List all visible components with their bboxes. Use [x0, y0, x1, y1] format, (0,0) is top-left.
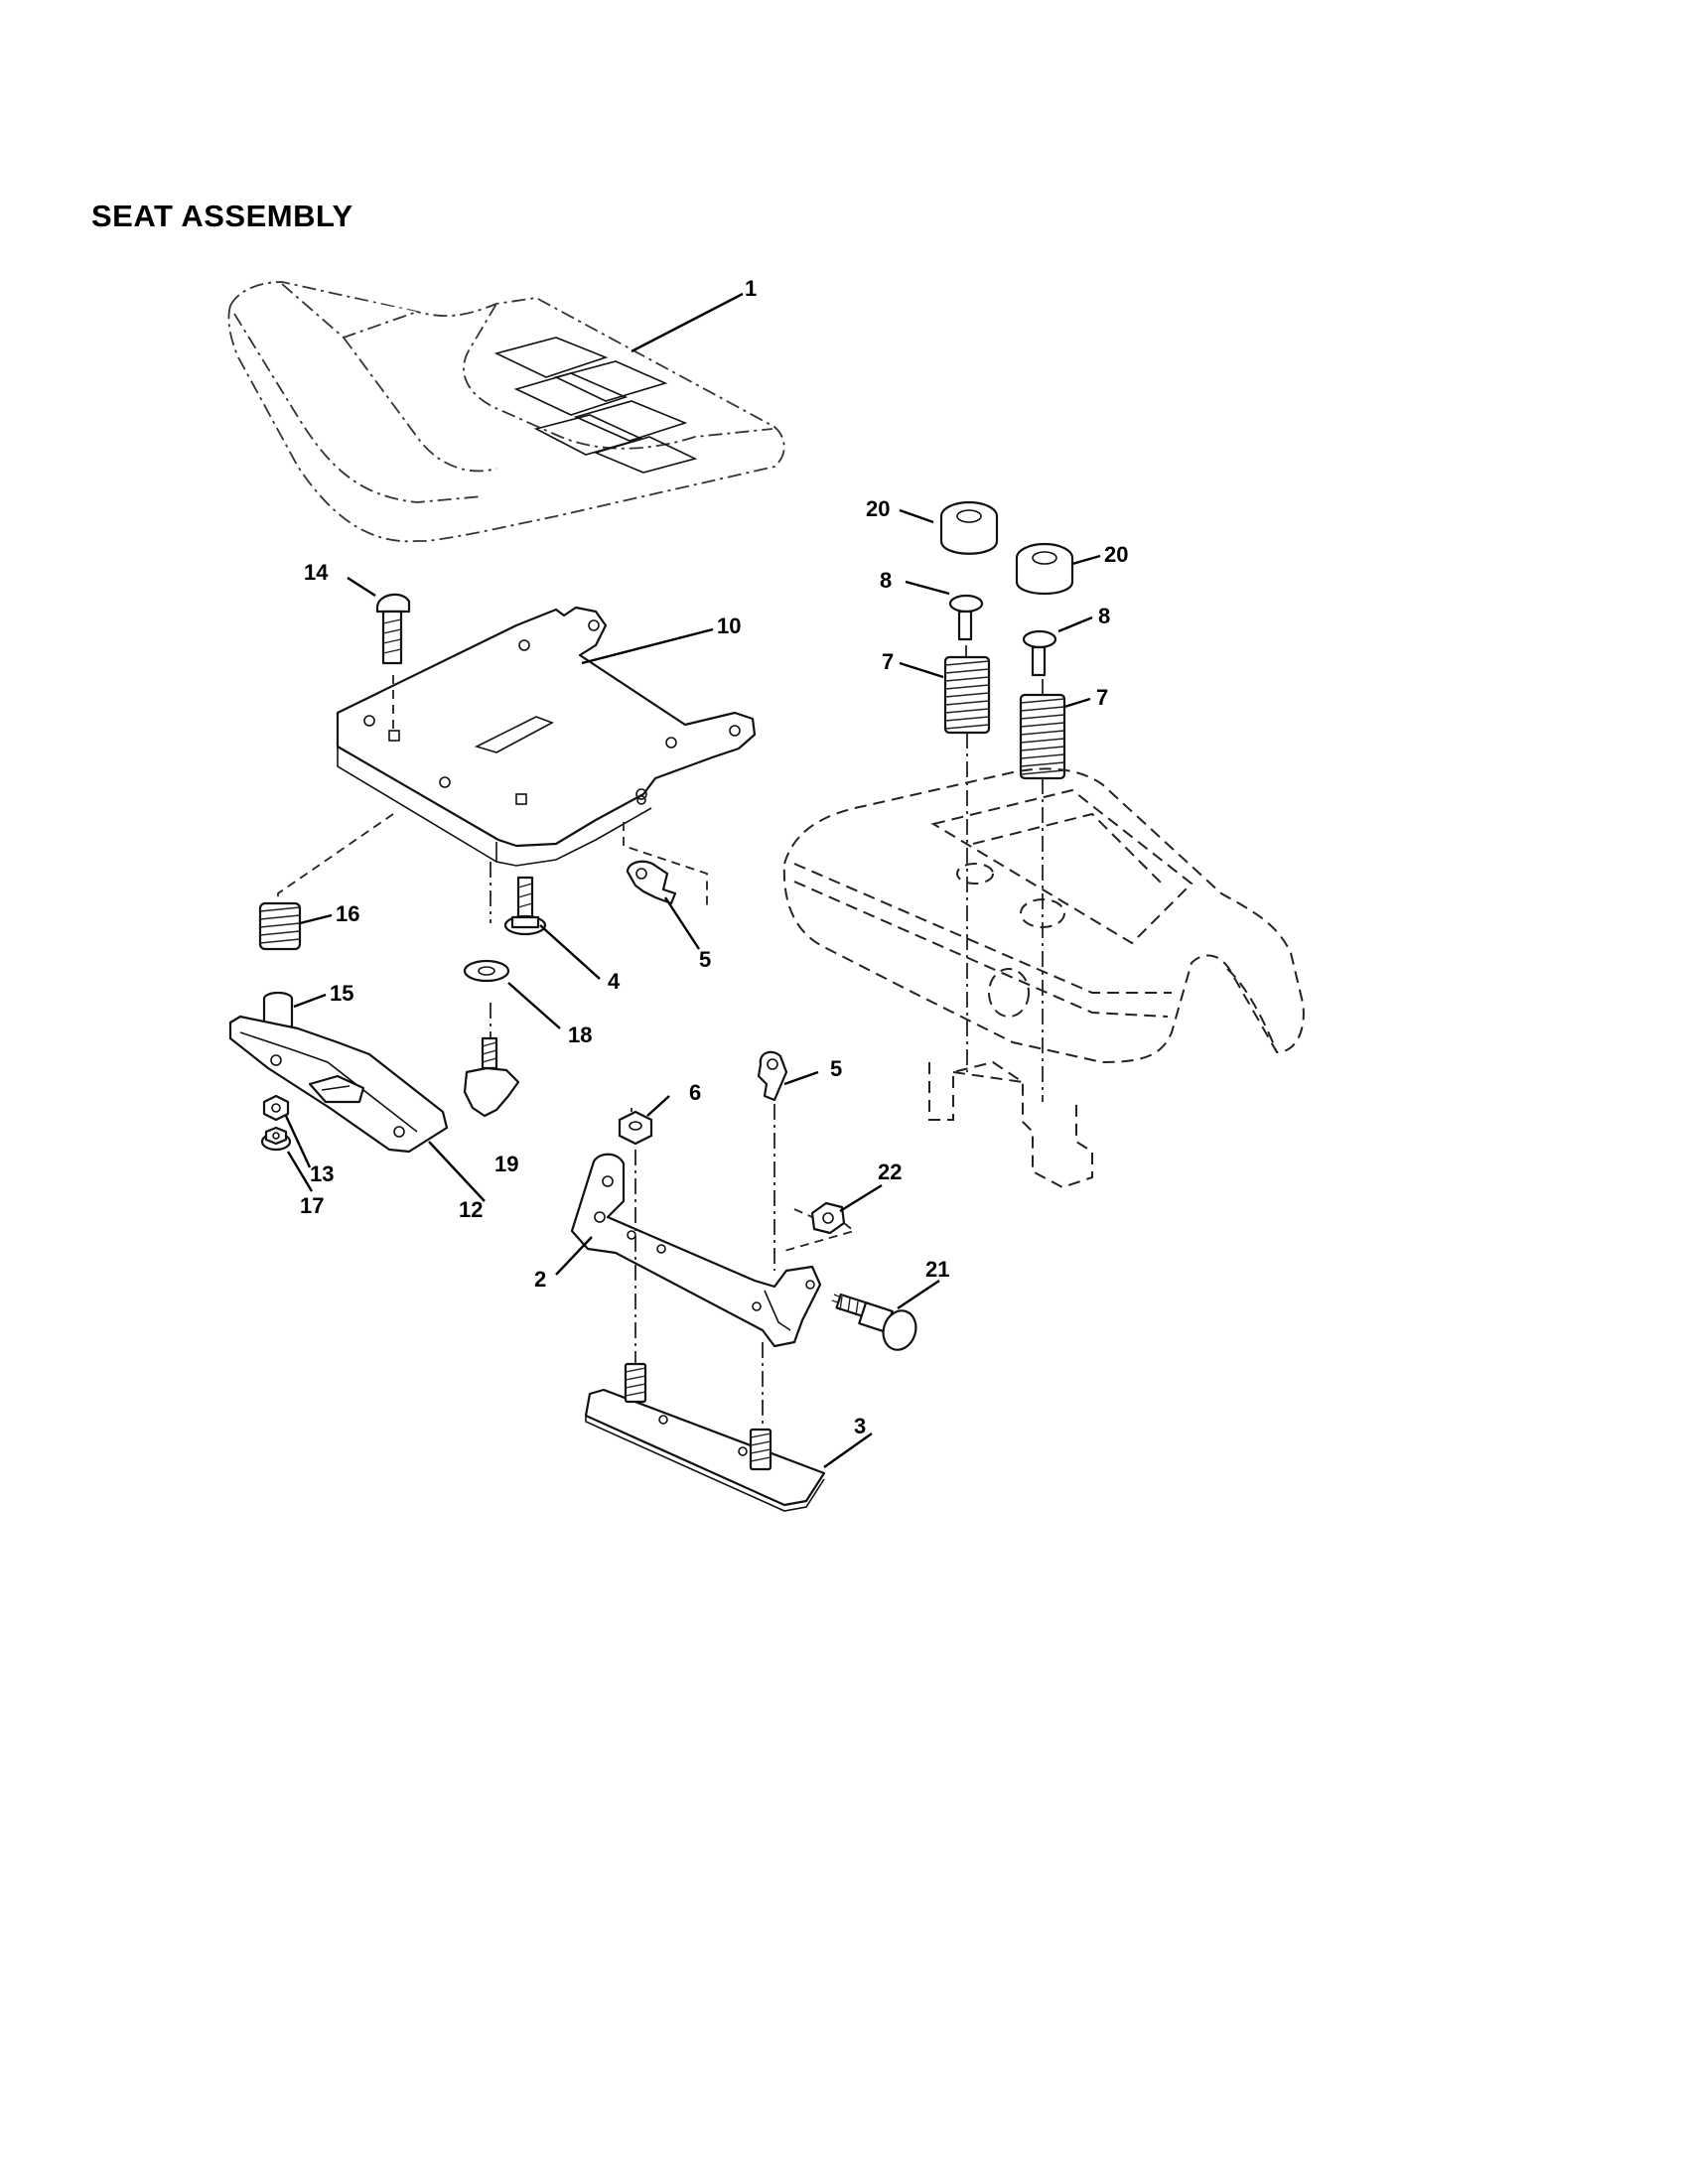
callout-5: 5 — [699, 947, 711, 972]
callout-17: 17 — [300, 1193, 324, 1218]
hex-nut-6 — [618, 1110, 653, 1146]
stud-right — [749, 1428, 772, 1471]
page-title: SEAT ASSEMBLY — [91, 199, 353, 233]
bolt-21 — [831, 1293, 917, 1351]
callout-20: 20 — [1104, 542, 1128, 567]
adjustment-knob — [463, 1036, 520, 1118]
chassis-frame — [782, 767, 1305, 1189]
callout-16: 16 — [336, 901, 359, 926]
callout-5: 5 — [830, 1056, 842, 1081]
callout-22: 22 — [878, 1160, 902, 1184]
slide-plate — [228, 1015, 449, 1154]
callout-8: 8 — [880, 568, 892, 593]
callout-8: 8 — [1098, 604, 1110, 628]
callout-10: 10 — [717, 614, 741, 638]
callout-3: 3 — [854, 1414, 866, 1438]
callout-21: 21 — [925, 1257, 949, 1282]
leader-lines — [284, 292, 1101, 1468]
callout-1: 1 — [745, 276, 757, 301]
nut-13 — [262, 1094, 290, 1122]
seat-pan — [336, 606, 757, 867]
spring-right — [1019, 693, 1066, 780]
shoulder-bolt — [503, 876, 547, 936]
callout-7: 7 — [882, 649, 894, 674]
hex-nut-22 — [810, 1201, 846, 1235]
callout-12: 12 — [459, 1197, 483, 1222]
spacer-left — [939, 500, 999, 555]
callout-20: 20 — [866, 496, 890, 521]
callout-13: 13 — [310, 1161, 334, 1186]
flange-nut-17 — [260, 1126, 292, 1152]
spring-left — [943, 655, 991, 735]
callout-15: 15 — [330, 981, 353, 1006]
spacer-right — [1015, 542, 1074, 596]
carriage-bolt — [375, 593, 411, 665]
callout-4: 4 — [608, 969, 621, 994]
stud-left — [624, 1362, 647, 1404]
callout-18: 18 — [568, 1023, 592, 1047]
callout-14: 14 — [304, 560, 329, 585]
mounting-bracket — [570, 1153, 822, 1348]
flange-bolt-right — [1022, 629, 1057, 677]
small-spring — [258, 901, 302, 951]
callout-7: 7 — [1096, 685, 1108, 710]
callout-6: 6 — [689, 1080, 701, 1105]
callout-labels: 1 20 20 14 10 8 8 7 7 16 5 4 15 18 6 5 1… — [300, 276, 1128, 1438]
seat — [227, 281, 785, 543]
base-plate — [584, 1388, 826, 1512]
callout-2: 2 — [534, 1267, 546, 1292]
spring-clip-upper — [626, 860, 677, 905]
flange-bolt-left — [948, 594, 984, 641]
spring-clip-lower — [757, 1050, 788, 1102]
washer — [463, 959, 510, 983]
callout-19: 19 — [494, 1152, 518, 1176]
